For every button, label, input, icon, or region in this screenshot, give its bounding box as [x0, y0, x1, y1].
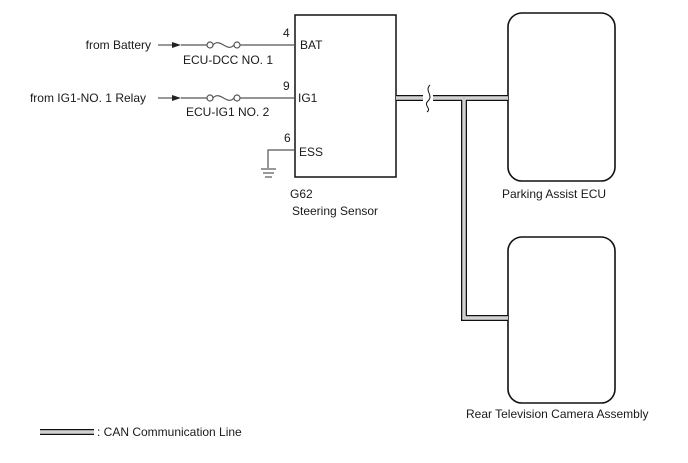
pin-number-6: 6 — [284, 131, 291, 145]
battery-arrow-icon — [172, 42, 181, 48]
rear-camera-assembly-label: Rear Television Camera Assembly — [466, 407, 649, 421]
fuse-label-ecu-dcc: ECU-DCC NO. 1 — [183, 53, 273, 67]
ig1-input-circuit: from IG1-NO. 1 Relay ECU-IG1 NO. 2 9 IG1 — [30, 79, 318, 119]
terminal-bat: BAT — [300, 38, 323, 52]
fuse-label-ecu-ig1: ECU-IG1 NO. 2 — [186, 105, 270, 119]
rear-camera-assembly-box — [507, 236, 616, 404]
ground-icon — [261, 168, 276, 178]
parking-assist-ecu-label: Parking Assist ECU — [502, 187, 606, 201]
ig1-source-label: from IG1-NO. 1 Relay — [30, 91, 146, 105]
battery-source-label: from Battery — [86, 38, 151, 52]
ig1-arrow-icon — [172, 95, 181, 101]
terminal-ess: ESS — [299, 145, 323, 159]
legend: : CAN Communication Line — [40, 425, 242, 439]
line-break-icon — [425, 84, 431, 113]
pin-number-4: 4 — [283, 26, 290, 40]
pin-number-9: 9 — [283, 79, 290, 93]
can-communication-bus — [396, 84, 508, 321]
fuse-icon — [206, 41, 241, 49]
ground-circuit: 6 ESS — [261, 131, 323, 178]
sensor-code-label: G62 — [290, 187, 313, 201]
ground-wire — [267, 149, 295, 168]
fuse-icon — [206, 94, 241, 102]
legend-label: : CAN Communication Line — [97, 425, 242, 439]
battery-input-circuit: from Battery ECU-DCC NO. 1 4 BAT — [86, 26, 323, 67]
sensor-name-label: Steering Sensor — [292, 204, 378, 218]
line-break-gap — [423, 86, 433, 110]
steering-sensor-box — [294, 14, 397, 178]
parking-assist-ecu-box — [507, 12, 616, 182]
terminal-ig1: IG1 — [298, 91, 318, 105]
